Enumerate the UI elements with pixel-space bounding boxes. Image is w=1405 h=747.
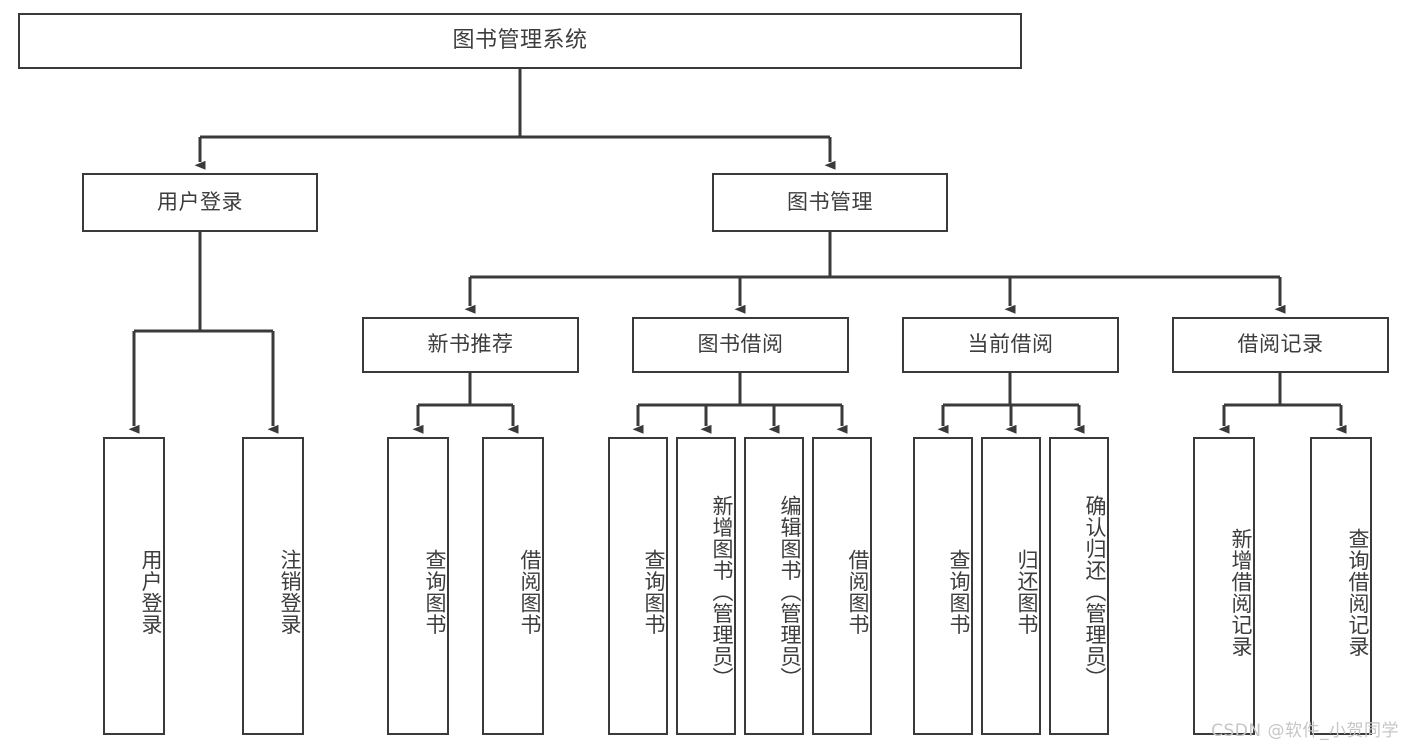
watermark: CSDN @软件_小贺同学 (1211, 721, 1399, 741)
leaf-add-book-admin[interactable]: 新增图书（管理员） (676, 437, 736, 735)
node-label: 新增图书（管理员） (710, 495, 734, 689)
node-label: 编辑图书（管理员） (778, 495, 802, 689)
node-label: 借阅图书 (518, 549, 542, 635)
node-book-management[interactable]: 图书管理 (712, 173, 948, 232)
node-label: 新增借阅记录 (1229, 527, 1253, 657)
leaf-add-borrow-record[interactable]: 新增借阅记录 (1193, 437, 1255, 735)
node-label: 新书推荐 (427, 332, 514, 357)
node-label: 借阅记录 (1237, 332, 1324, 357)
node-label: 图书管理 (787, 189, 873, 214)
node-label: 当前借阅 (967, 332, 1054, 357)
node-label: 查询图书 (947, 549, 971, 635)
node-label: 图书借阅 (697, 332, 784, 357)
leaf-return-book[interactable]: 归还图书 (981, 437, 1041, 735)
leaf-confirm-return-admin[interactable]: 确认归还（管理员） (1049, 437, 1109, 735)
node-new-book-recommend[interactable]: 新书推荐 (362, 317, 579, 373)
node-label: 借阅图书 (846, 549, 870, 635)
leaf-user-login[interactable]: 用户登录 (103, 437, 165, 735)
node-current-borrow[interactable]: 当前借阅 (902, 317, 1119, 373)
leaf-borrow-book[interactable]: 借阅图书 (812, 437, 872, 735)
node-label: 图书管理系统 (452, 27, 588, 53)
leaf-query-book-current[interactable]: 查询图书 (913, 437, 973, 735)
leaf-borrow-book-recommend[interactable]: 借阅图书 (482, 437, 544, 735)
node-user-login[interactable]: 用户登录 (82, 173, 318, 232)
node-label: 归还图书 (1015, 549, 1039, 635)
node-label: 用户登录 (139, 549, 163, 635)
node-label: 确认归还（管理员） (1083, 495, 1107, 689)
node-borrow-record[interactable]: 借阅记录 (1172, 317, 1389, 373)
node-label: 注销登录 (278, 549, 302, 635)
node-book-borrow[interactable]: 图书借阅 (632, 317, 849, 373)
node-label: 用户登录 (157, 189, 243, 214)
leaf-query-book-recommend[interactable]: 查询图书 (387, 437, 449, 735)
leaf-query-borrow-record[interactable]: 查询借阅记录 (1310, 437, 1372, 735)
leaf-logout[interactable]: 注销登录 (242, 437, 304, 735)
node-label: 查询图书 (423, 549, 447, 635)
node-label: 查询图书 (642, 549, 666, 635)
leaf-edit-book-admin[interactable]: 编辑图书（管理员） (744, 437, 804, 735)
leaf-query-book-borrow[interactable]: 查询图书 (608, 437, 668, 735)
node-root[interactable]: 图书管理系统 (18, 13, 1022, 69)
node-label: 查询借阅记录 (1346, 527, 1370, 657)
